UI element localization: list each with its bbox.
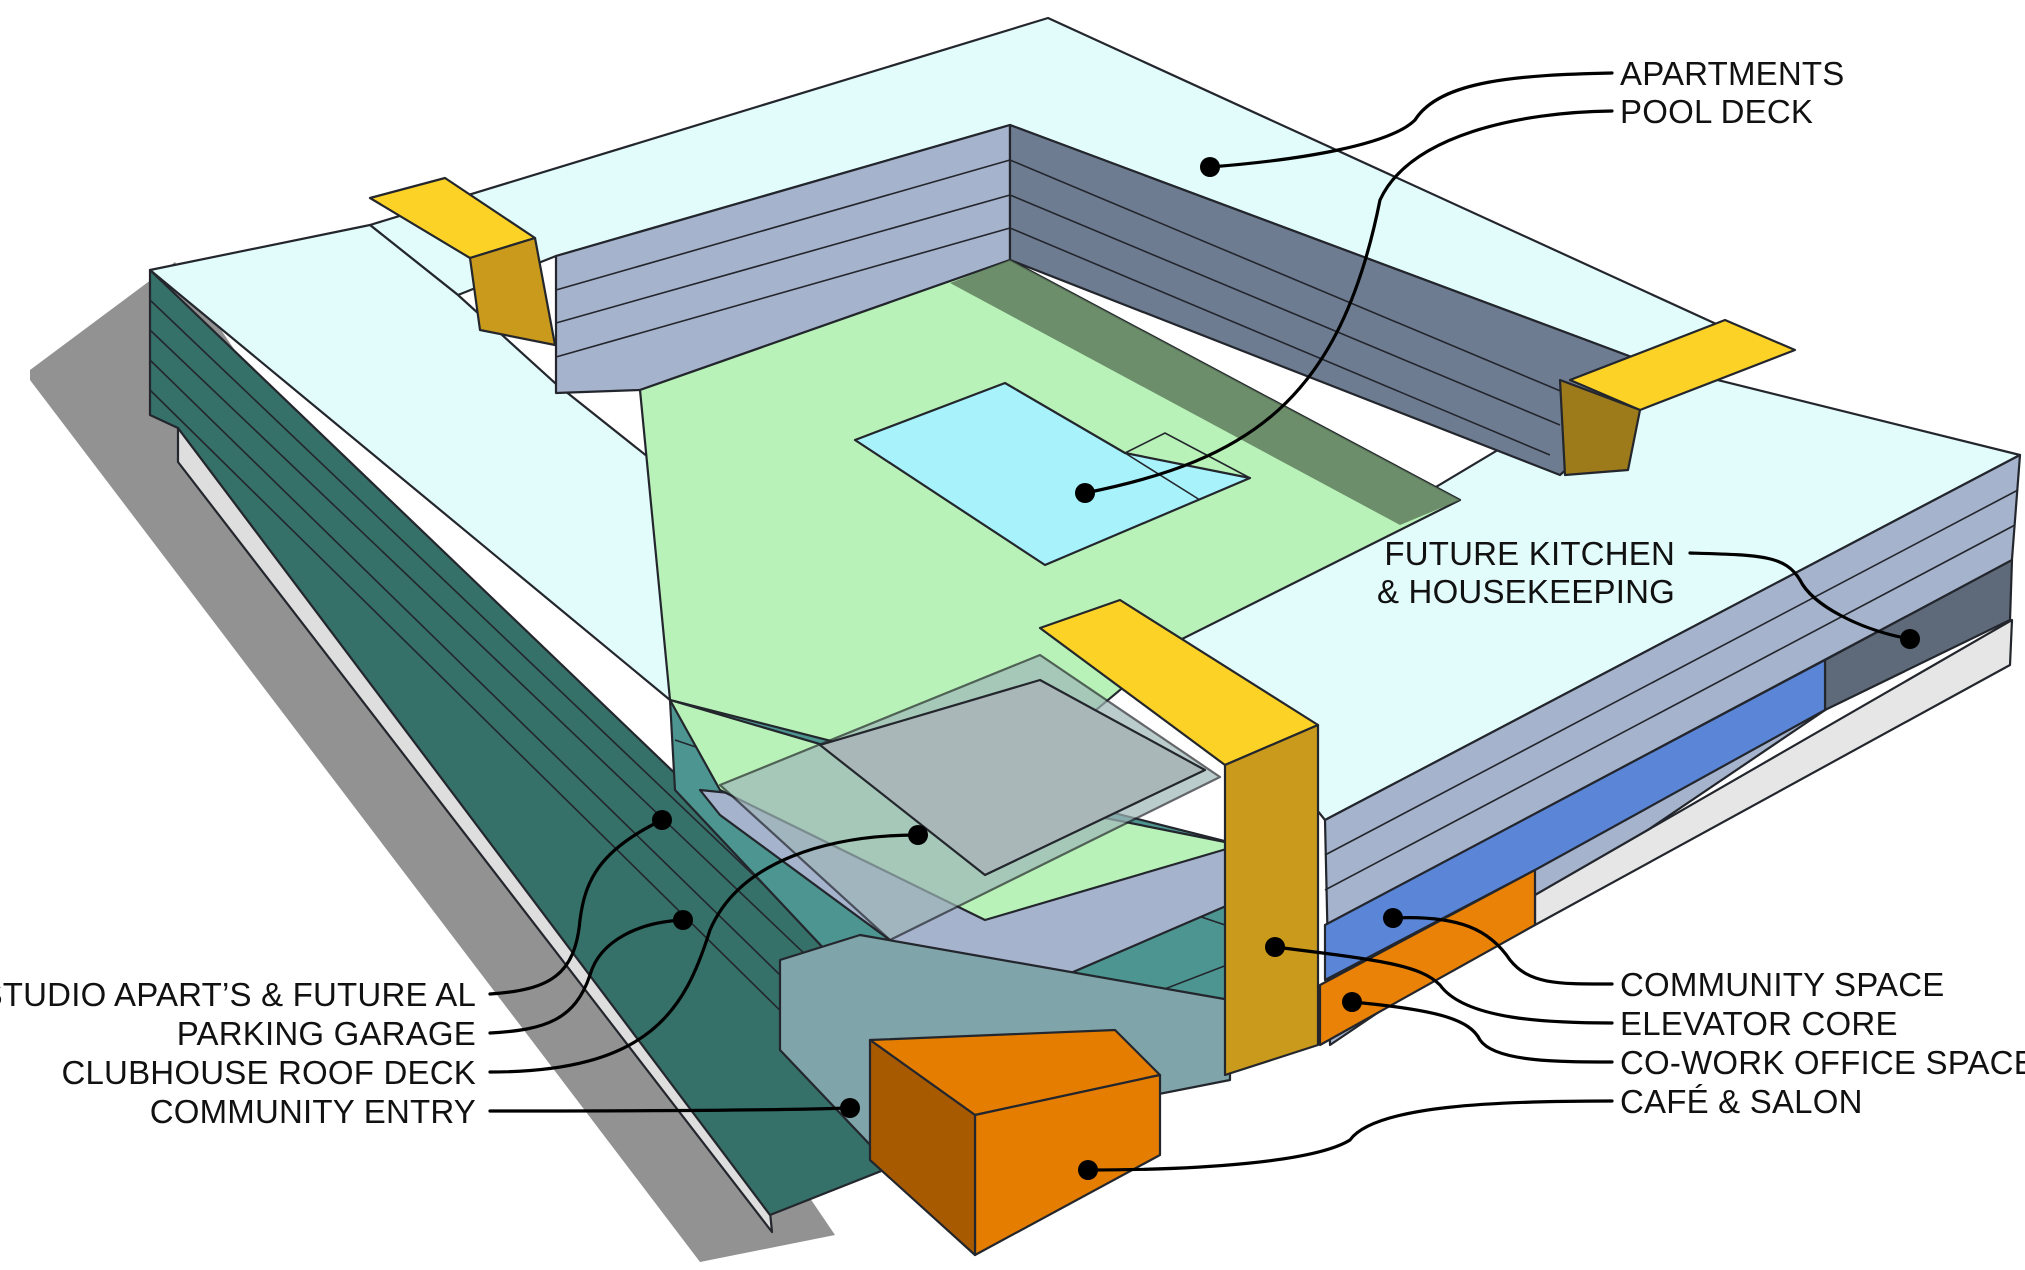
leader-cowork-office — [1350, 1000, 1614, 1064]
leader-dots — [652, 157, 1920, 1180]
leader-cafe-salon — [1086, 1099, 1614, 1172]
label-clubhouse-roof-deck: CLUBHOUSE ROOF DECK — [61, 1054, 476, 1091]
leader-clubhouse-roof-deck — [488, 833, 920, 1074]
elevator-core-ne-side — [1558, 378, 1642, 477]
elevator-core-nw-side — [468, 236, 557, 347]
leader-future-kitchen — [1688, 551, 1912, 641]
leader-studio-apartments — [488, 818, 664, 996]
label-cowork-office: CO-WORK OFFICE SPACE — [1620, 1044, 2025, 1081]
leader-community-space — [1391, 916, 1614, 986]
leader-elevator-core — [1273, 945, 1614, 1025]
label-future-kitchen-1: FUTURE KITCHEN — [1384, 535, 1675, 572]
label-studio-apartments: STUDIO APART’S & FUTURE AL — [0, 976, 476, 1013]
clubhouse-roof-box — [818, 678, 1207, 877]
community-space-block — [1323, 658, 1827, 982]
elevator-core-central-front — [1223, 723, 1320, 1077]
leader-apartments — [1208, 71, 1614, 169]
leader-parking-garage — [488, 918, 685, 1035]
elevator-core-ne — [1568, 318, 1797, 412]
label-community-entry: COMMUNITY ENTRY — [150, 1093, 476, 1130]
cafe-salon-side — [868, 1038, 977, 1257]
label-elevator-core: ELEVATOR CORE — [1620, 1005, 1898, 1042]
pool-deck-shadow — [950, 260, 1460, 525]
cowork-office-block — [1318, 868, 1537, 1047]
label-cafe-salon: CAFÉ & SALON — [1620, 1083, 1863, 1120]
leader-community-entry — [488, 1106, 852, 1113]
label-community-space: COMMUNITY SPACE — [1620, 966, 1944, 1003]
label-apartments: APARTMENTS — [1620, 55, 1844, 92]
label-parking-garage: PARKING GARAGE — [177, 1015, 476, 1052]
label-pool-deck: POOL DECK — [1620, 93, 1813, 130]
leader-pool-deck — [1083, 109, 1614, 495]
label-future-kitchen-2: & HOUSEKEEPING — [1377, 573, 1675, 610]
